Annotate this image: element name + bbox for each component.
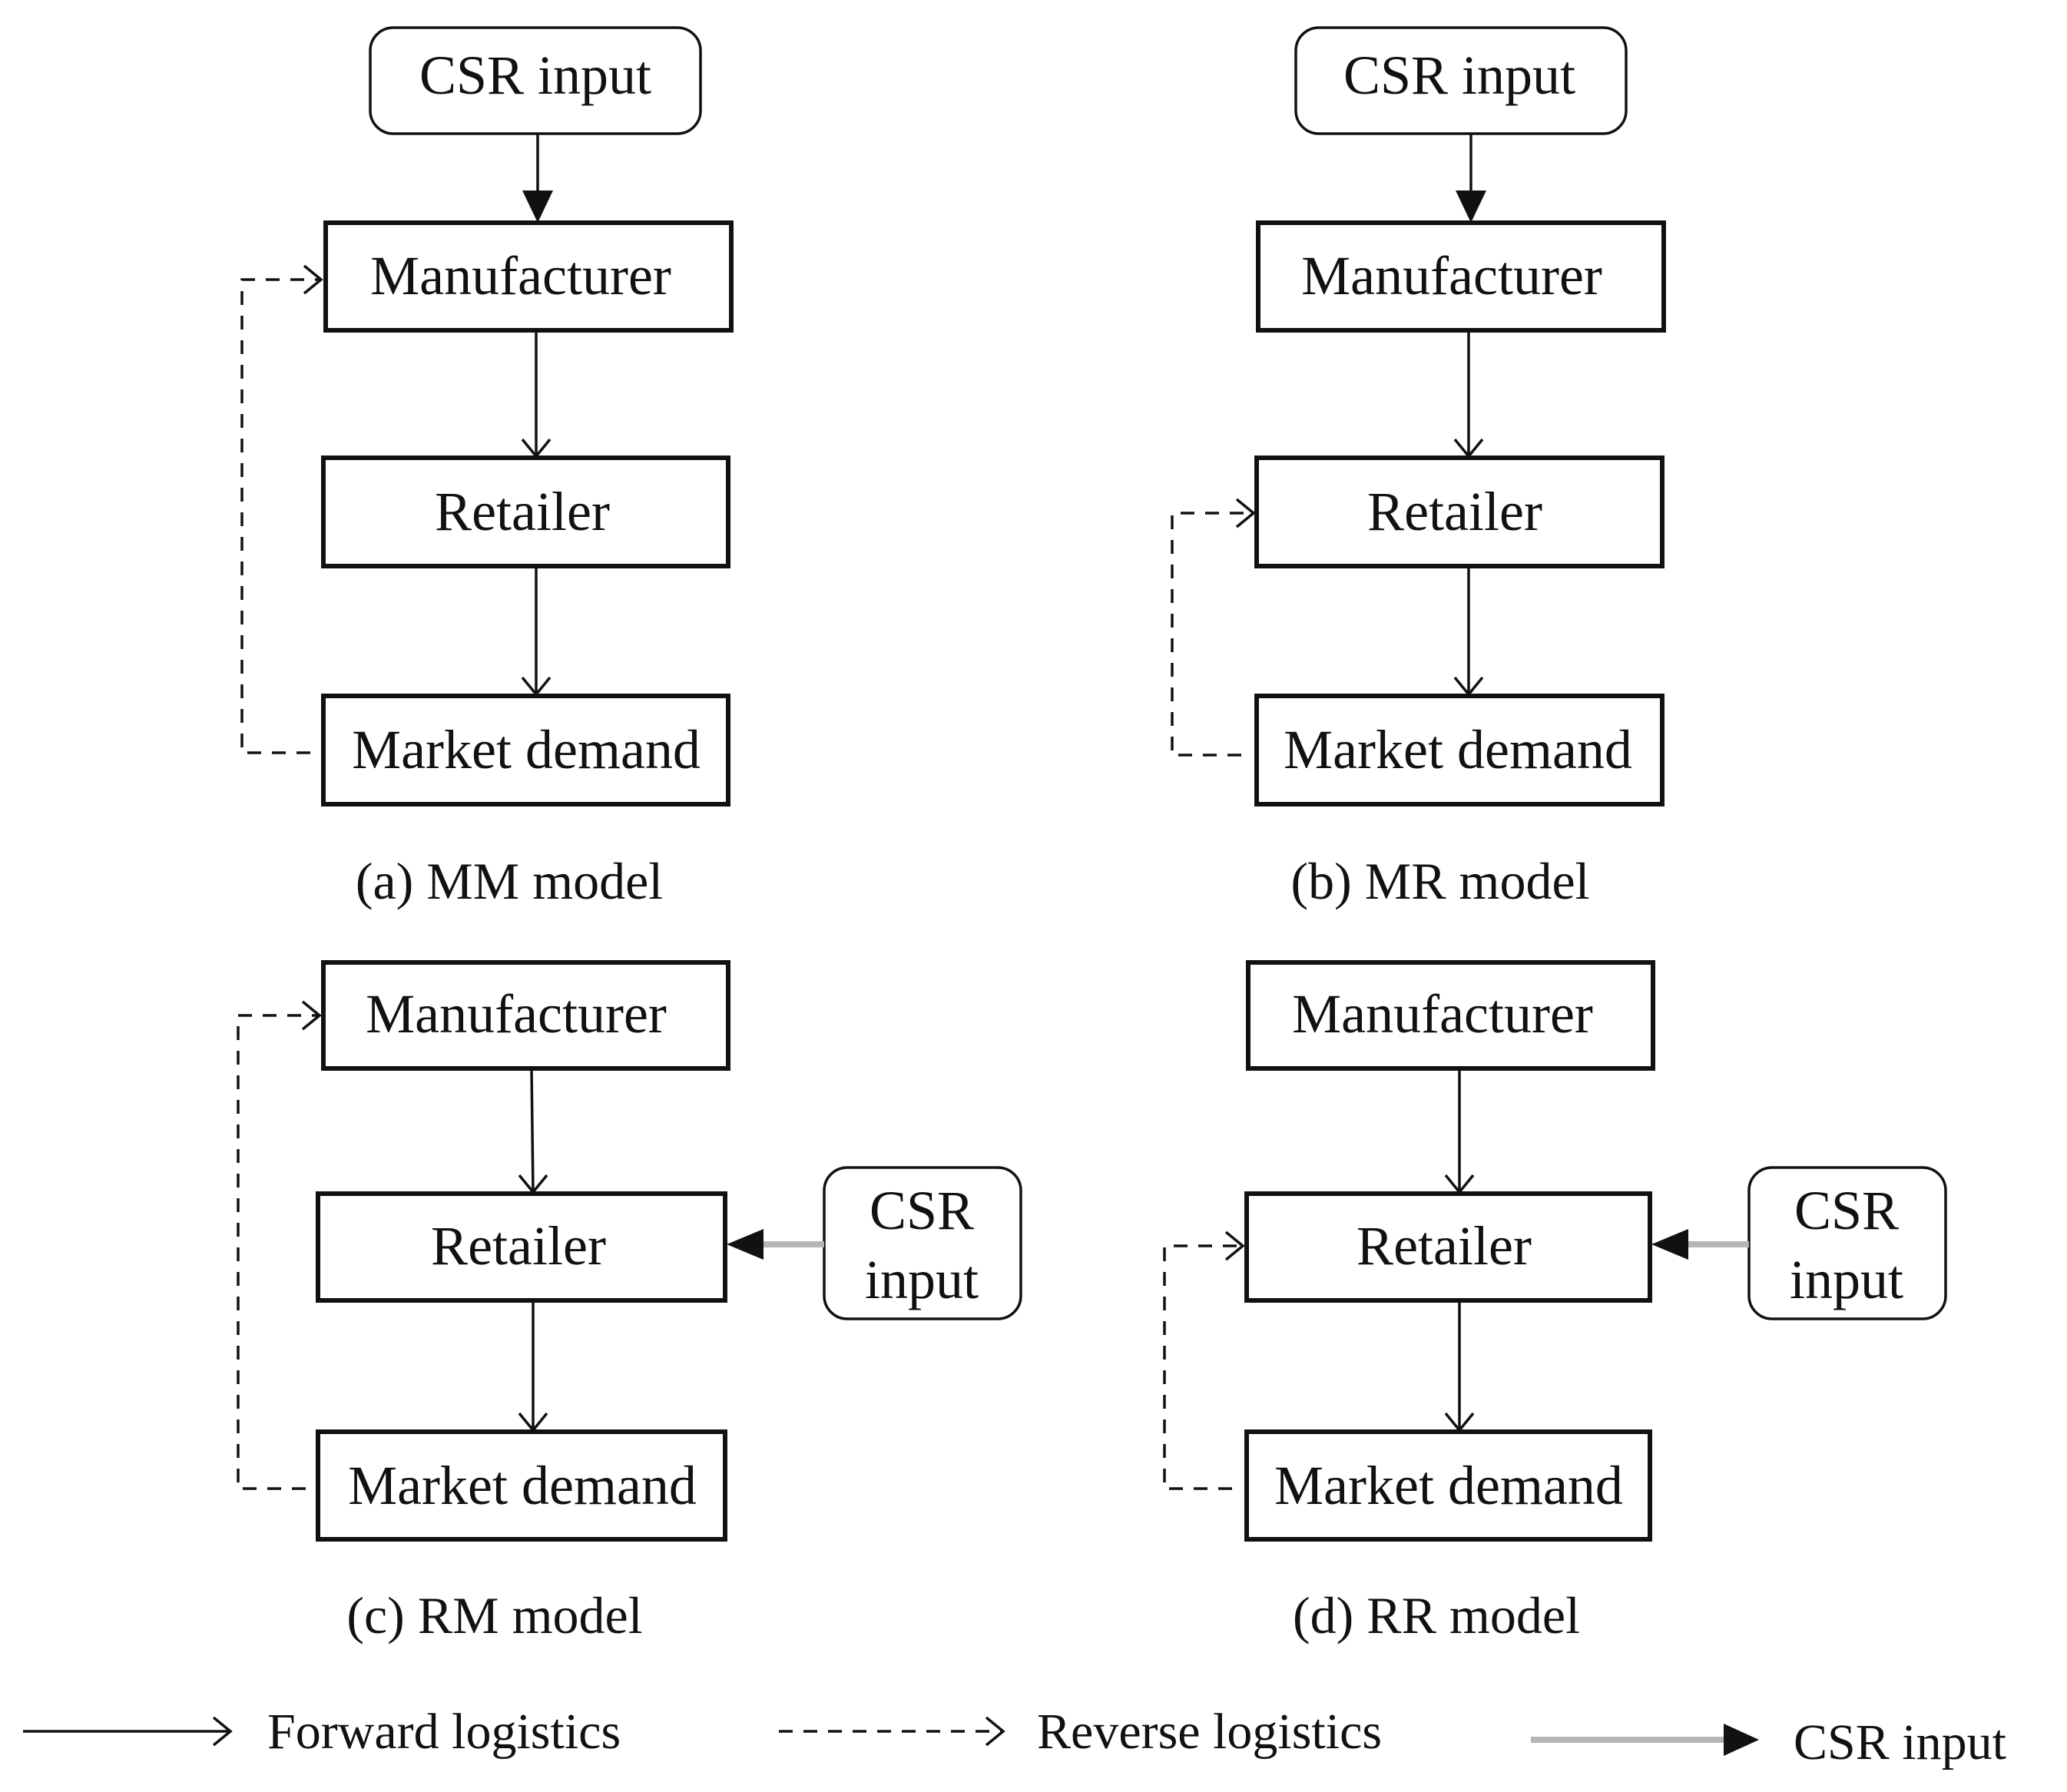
legend-reverse-arrowhead <box>985 1716 1005 1747</box>
manufacturer-box <box>1256 220 1666 333</box>
panel-caption: (a) MM model <box>356 852 663 910</box>
market-demand-label: Market demand <box>348 1455 697 1516</box>
manufacturer-label: Manufacturer <box>1301 245 1602 306</box>
retailer-label: Retailer <box>431 1215 606 1277</box>
csr-input-arrowhead <box>1456 190 1486 223</box>
csr-input-label: CSR input <box>419 45 651 106</box>
market-demand-label: Market demand <box>1274 1455 1623 1516</box>
legend-forward-arrowhead <box>212 1716 233 1747</box>
market-demand-box <box>321 694 730 807</box>
reverse-arrow-market-manufacturer <box>240 278 320 754</box>
retailer-box <box>1244 1191 1652 1303</box>
csr-input-label-line2: input <box>865 1249 979 1310</box>
forward-arrow-manufacturer-retailer <box>530 1068 535 1193</box>
manufacturer-label: Manufacturer <box>370 245 671 306</box>
market-demand-box <box>1254 694 1665 807</box>
panel-caption: (c) RM model <box>346 1586 642 1645</box>
reverse-arrowhead <box>1224 1231 1245 1261</box>
csr-input-arrowhead <box>727 1229 764 1260</box>
market-demand-box <box>1244 1429 1652 1542</box>
reverse-arrow-market-retailer <box>1171 512 1252 757</box>
retailer-label: Retailer <box>1367 481 1542 542</box>
panel-a-mm-model: CSR input Manufacturer Retailer Market d… <box>240 26 734 910</box>
market-demand-box <box>316 1429 727 1542</box>
legend: Forward logistics Reverse logistics CSR … <box>23 1704 2006 1770</box>
retailer-box <box>321 455 730 568</box>
legend-csr-label: CSR input <box>1794 1714 2006 1770</box>
manufacturer-box <box>321 960 730 1071</box>
retailer-label: Retailer <box>1356 1215 1532 1277</box>
legend-csr-arrowhead <box>1724 1724 1759 1756</box>
retailer-box <box>316 1191 727 1303</box>
retailer-box <box>1254 455 1665 568</box>
manufacturer-box <box>1246 960 1655 1071</box>
csr-input-label-line2: input <box>1790 1249 1903 1310</box>
reverse-arrowhead <box>301 1000 322 1031</box>
panel-b-mr-model: CSR input Manufacturer Retailer Market d… <box>1171 26 1666 910</box>
retailer-label: Retailer <box>435 481 610 542</box>
reverse-arrowhead <box>303 264 323 295</box>
panel-c-rm-model: Manufacturer Retailer CSR input Market d… <box>237 960 1022 1645</box>
legend-reverse-label: Reverse logistics <box>1037 1704 1382 1760</box>
reverse-arrow-market-manufacturer <box>237 1014 318 1490</box>
reverse-arrowhead <box>1235 498 1256 528</box>
manufacturer-label: Manufacturer <box>1292 983 1593 1045</box>
csr-input-arrowhead <box>522 190 553 223</box>
legend-forward-label: Forward logistics <box>267 1704 621 1760</box>
panel-d-rr-model: Manufacturer Retailer CSR input Market d… <box>1163 960 1947 1645</box>
csr-input-label: CSR input <box>1343 45 1575 106</box>
reverse-arrow-market-retailer <box>1163 1244 1241 1490</box>
market-demand-label: Market demand <box>352 719 701 780</box>
csr-input-box <box>369 26 702 135</box>
csr-input-arrowhead <box>1651 1229 1688 1260</box>
manufacturer-label: Manufacturer <box>366 983 667 1045</box>
manufacturer-box <box>323 220 734 333</box>
csr-input-label-line1: CSR <box>1794 1180 1899 1241</box>
market-demand-label: Market demand <box>1284 719 1632 780</box>
csr-input-label-line1: CSR <box>870 1180 974 1241</box>
csr-input-box <box>1294 26 1628 135</box>
panel-caption: (d) RR model <box>1293 1586 1580 1645</box>
panel-caption: (b) MR model <box>1290 852 1589 910</box>
